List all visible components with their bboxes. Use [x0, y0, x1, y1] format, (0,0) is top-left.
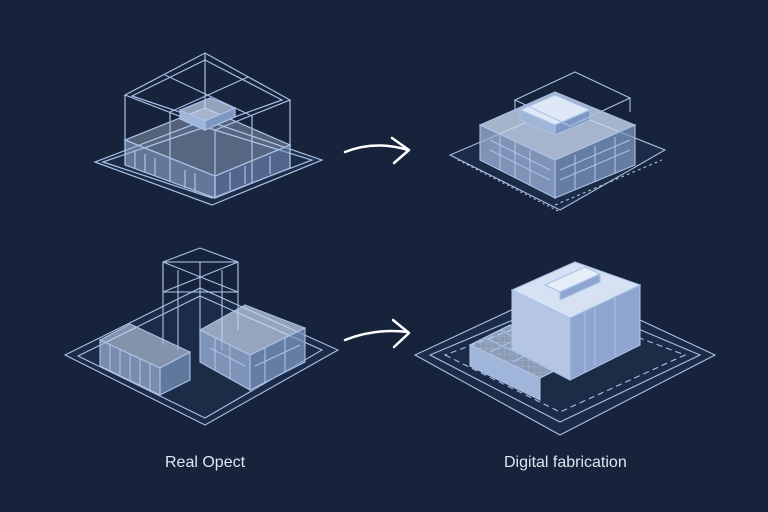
digital-building-bottom [413, 261, 717, 436]
arrow-right-icon [343, 318, 411, 349]
real-building-bottom [63, 247, 340, 426]
arrow-right-icon [343, 136, 411, 165]
digital-building-top [448, 71, 667, 213]
real-building-top [93, 52, 324, 206]
caption-real-object: Real Opect [165, 454, 246, 471]
caption-digital-fabrication: Digital fabrication [504, 454, 627, 471]
